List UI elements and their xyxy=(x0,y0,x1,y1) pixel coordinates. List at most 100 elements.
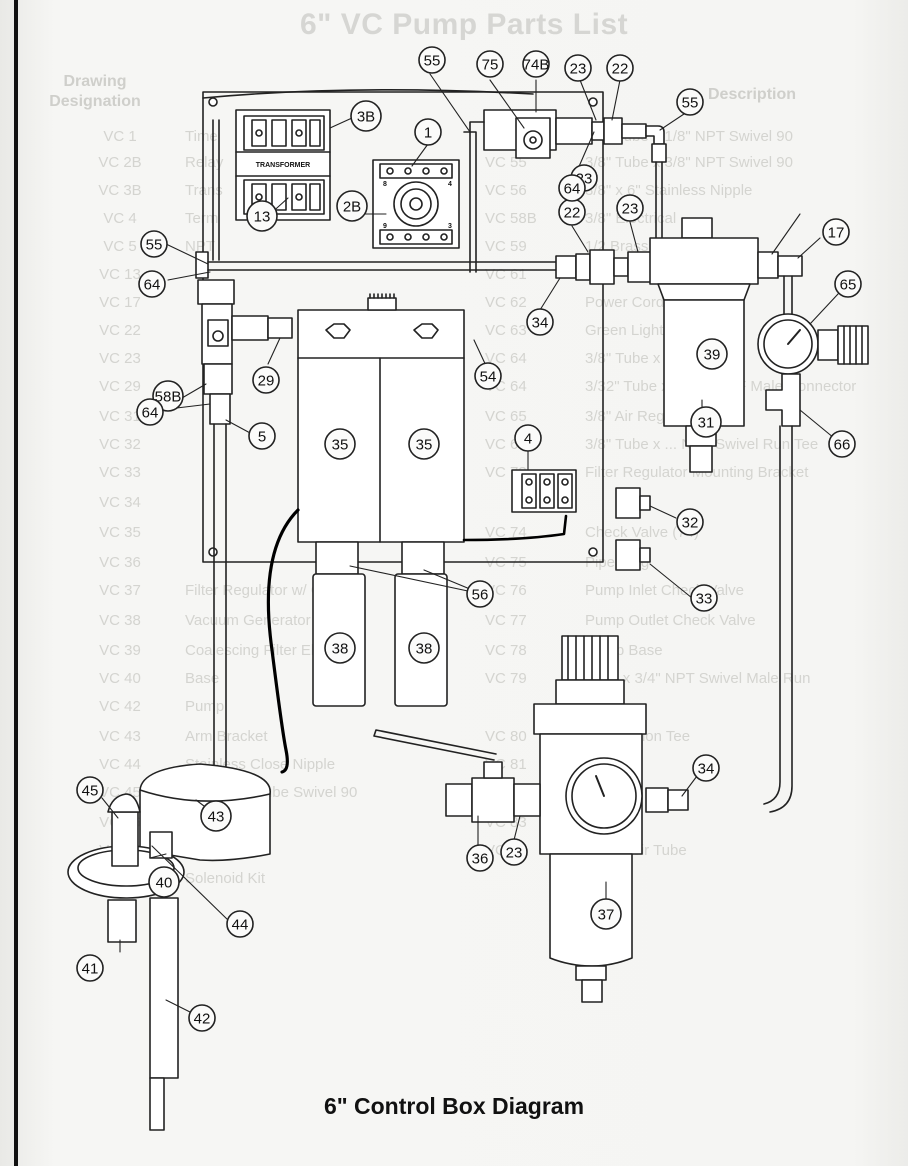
filter-regulator xyxy=(533,635,647,1003)
callout-label: 44 xyxy=(232,917,249,934)
callout-label: 5 xyxy=(258,429,266,446)
faded-table-cell: Tube x 3/4" NPT Swivel Male Run xyxy=(585,670,811,687)
callout-label: 34 xyxy=(698,761,715,778)
faded-table-cell: VC 78 xyxy=(485,642,527,659)
faded-table-cell: VC 35 xyxy=(99,524,141,541)
callout-74b: 74B xyxy=(522,50,550,78)
faded-table-cell: VC 77 xyxy=(485,612,527,629)
faded-table-cell: VC 13 xyxy=(99,266,141,283)
faded-table-cell: VC 31 xyxy=(99,408,141,425)
faded-table-cell: VC 40 xyxy=(99,670,141,687)
callout-1: 1 xyxy=(414,118,442,146)
callout-23: 23 xyxy=(616,194,644,222)
faded-table-cell: VC 56 xyxy=(485,182,527,199)
faded-table-cell: VC 43 xyxy=(99,728,141,745)
callout-label: 43 xyxy=(208,809,225,826)
callout-label: 38 xyxy=(416,641,433,658)
left-valve xyxy=(197,279,293,425)
faded-table-cell: VC 4 xyxy=(103,210,137,227)
faded-table-cell: NPT xyxy=(185,238,215,255)
callout-label: 23 xyxy=(622,201,639,218)
callout-label: 64 xyxy=(142,405,159,422)
callout-label: 1 xyxy=(424,125,432,142)
callout-34: 34 xyxy=(526,308,554,336)
callout-55: 55 xyxy=(140,230,168,258)
callout-55: 55 xyxy=(676,88,704,116)
callout-33: 33 xyxy=(690,584,718,612)
faded-table-cell: VC 2B xyxy=(98,154,142,171)
faded-table-cell: Pump Outlet Check Valve xyxy=(585,612,756,629)
callout-13: 13 xyxy=(246,200,278,232)
faded-table-cell: VC 62 xyxy=(485,294,527,311)
callout-label: 34 xyxy=(532,315,549,332)
faded-table-cell: VC 80 xyxy=(485,728,527,745)
callout-label: 23 xyxy=(570,61,587,78)
callout-label: 42 xyxy=(194,1011,211,1028)
callout-label: 55 xyxy=(146,237,163,254)
faded-table-cell: Green Light xyxy=(585,322,664,339)
callout-64: 64 xyxy=(136,398,164,426)
callout-75: 75 xyxy=(476,50,504,78)
callout-label: 55 xyxy=(424,53,441,70)
callout-label: 32 xyxy=(682,515,699,532)
faded-table-cell: VC 42 xyxy=(99,698,141,715)
timer-relay xyxy=(372,159,460,249)
vacuum-generator xyxy=(297,293,465,575)
callout-35: 35 xyxy=(324,428,356,460)
callout-44: 44 xyxy=(226,910,254,938)
faded-header-designation: Drawing Designation xyxy=(49,73,141,110)
callout-label: 23 xyxy=(506,845,523,862)
callout-37: 37 xyxy=(590,898,622,930)
callout-32: 32 xyxy=(676,508,704,536)
faded-table-cell: VC 29 xyxy=(99,378,141,395)
faded-table-cell: Base xyxy=(185,670,220,687)
callout-label: 54 xyxy=(480,369,497,386)
faded-table-cell: VC 1 xyxy=(103,128,137,145)
relay-pin-9: 9 xyxy=(383,223,387,230)
callout-label: 75 xyxy=(482,57,499,74)
callout-29: 29 xyxy=(252,366,280,394)
faded-table-cell: VC 36 xyxy=(99,554,141,571)
callout-label: 38 xyxy=(332,641,349,658)
transformer-label: TRANSFORMER xyxy=(256,162,310,169)
faded-table-cell: VC 39 xyxy=(99,642,141,659)
callout-label: 33 xyxy=(696,591,713,608)
transformer xyxy=(235,109,331,221)
callout-39: 39 xyxy=(696,338,728,370)
relay-pin-3: 3 xyxy=(448,223,452,230)
faded-table-cell: Check Valve (74) xyxy=(585,524,699,541)
callout-label: 35 xyxy=(332,437,349,454)
callout-35: 35 xyxy=(408,428,440,460)
solenoid-valve xyxy=(483,109,667,163)
faded-table-cell: VC 23 xyxy=(99,350,141,367)
callout-36: 36 xyxy=(466,844,494,872)
callout-label: 4 xyxy=(524,431,532,448)
callout-23: 23 xyxy=(500,838,528,866)
faded-table-cell: Solenoid Kit xyxy=(185,870,266,887)
callout-55: 55 xyxy=(418,46,446,74)
callout-label: 3B xyxy=(357,109,375,126)
faded-table-cell: VC 22 xyxy=(99,322,141,339)
faded-table-cell: Term xyxy=(185,210,219,227)
callout-31: 31 xyxy=(690,406,722,438)
callout-43: 43 xyxy=(200,800,232,832)
relay-pin-4: 4 xyxy=(448,181,452,188)
callout-label: 56 xyxy=(472,587,489,604)
faded-table-cell: VC 79 xyxy=(485,670,527,687)
faded-table-cell: VC 58B xyxy=(485,210,537,227)
faded-table-cell: Time xyxy=(185,128,218,145)
faded-table-cell: VC 74 xyxy=(485,524,527,541)
callout-label: 45 xyxy=(82,783,99,800)
callout-66: 66 xyxy=(828,430,856,458)
ball-valve xyxy=(373,729,541,823)
faded-table-cell: VC 33 xyxy=(99,464,141,481)
callout-40: 40 xyxy=(148,866,180,898)
faded-table-cell: VC 38 xyxy=(99,612,141,629)
callout-17: 17 xyxy=(822,218,850,246)
callout-65: 65 xyxy=(834,270,862,298)
page-edge-bar xyxy=(14,0,18,1166)
